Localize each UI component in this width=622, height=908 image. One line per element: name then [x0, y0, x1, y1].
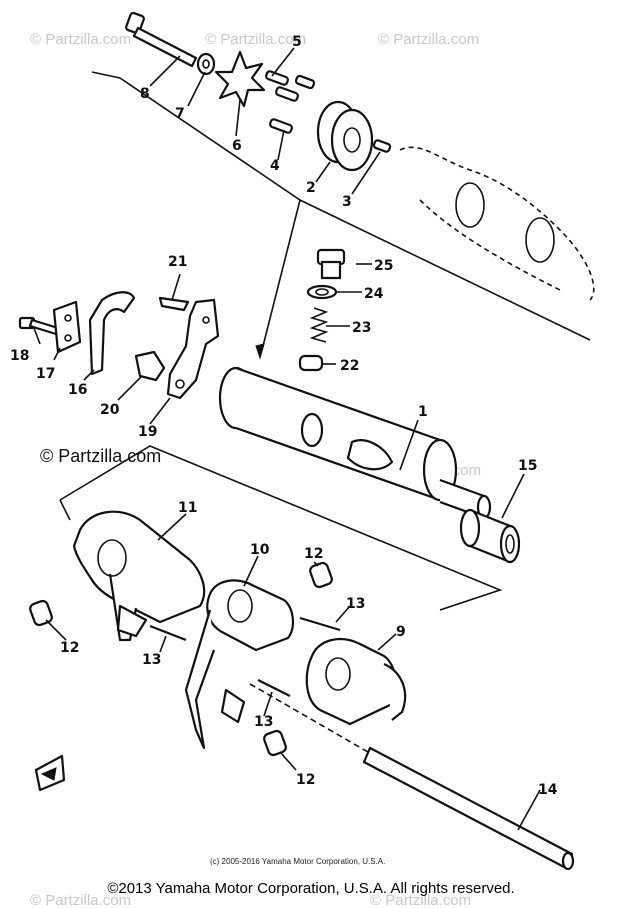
part-7-washer [196, 52, 216, 76]
callout-6: 6 [232, 138, 242, 154]
part-5-pins [265, 70, 316, 102]
part-17-plate [52, 300, 82, 354]
footer-copyright: ©2013 Yamaha Motor Corporation, U.S.A. A… [107, 880, 515, 897]
callout-10: 10 [250, 542, 270, 558]
watermark-middle-left: © Partzilla.com [40, 446, 161, 466]
callout-22: 22 [340, 358, 359, 374]
callout-4: 4 [270, 158, 280, 174]
callout-24: 24 [364, 286, 384, 302]
background-drum-outline [399, 146, 595, 301]
callout-19: 19 [138, 424, 157, 440]
callout-5: 5 [292, 34, 302, 50]
part-13-pin-lower [257, 679, 291, 697]
watermark-bottom-left: © Partzilla.com [30, 892, 131, 908]
callout-8: 8 [140, 86, 150, 102]
part-22-plunger [298, 354, 324, 372]
watermark-top-right: © Partzilla.com [378, 31, 479, 48]
part-24-washer [306, 284, 338, 300]
part-6-star-segment [214, 50, 266, 108]
part-21-clip [158, 296, 190, 312]
diagram-copyright: (c) 2005-2016 Yamaha Motor Corporation, … [210, 857, 385, 866]
callout-2: 2 [306, 180, 316, 196]
part-12-roller-lower [263, 729, 287, 757]
callout-18: 18 [10, 348, 29, 364]
callout-3: 3 [342, 194, 352, 210]
callout-13-right: 13 [346, 596, 365, 612]
part-10-shift-fork [184, 579, 294, 750]
part-4-pin [269, 118, 293, 134]
part-13-pin-left [149, 624, 187, 642]
callout-11: 11 [178, 500, 197, 516]
callout-9: 9 [396, 624, 406, 640]
forward-direction-icon [34, 754, 66, 792]
part-25-plug [316, 248, 346, 280]
callout-23: 23 [352, 320, 371, 336]
upper-frame-lines [91, 71, 591, 341]
part-15-bearing [459, 508, 521, 564]
callout-1: 1 [418, 404, 428, 420]
callout-16: 16 [68, 382, 87, 398]
callout-13-left: 13 [142, 652, 161, 668]
callout-12-lower: 12 [296, 772, 315, 788]
part-9-shift-fork [305, 638, 407, 726]
part-19-shift-arm [166, 298, 220, 400]
part-1-shift-drum [218, 366, 492, 520]
part-20-lever [134, 350, 166, 382]
watermark-top-left: © Partzilla.com [30, 31, 131, 48]
callout-14: 14 [538, 782, 558, 798]
callout-17: 17 [36, 366, 55, 382]
watermark-top-center: © Partzilla.com [205, 31, 306, 48]
watermark-bottom-right: © Partzilla.com [370, 892, 471, 908]
part-18-bolt [18, 316, 60, 336]
callout-15: 15 [518, 458, 537, 474]
callout-7: 7 [175, 106, 185, 122]
callout-12-upper: 12 [304, 546, 323, 562]
part-11-shift-fork [72, 510, 206, 642]
part-16-guide-plate [88, 291, 136, 376]
callout-20: 20 [100, 402, 120, 418]
part-2-drum-end [316, 100, 374, 172]
callout-13-lower: 13 [254, 714, 273, 730]
part-3-pin [372, 139, 392, 153]
part-12-roller-upper [309, 561, 333, 589]
part-13-pin-right [299, 616, 341, 632]
assembly-arrow [255, 199, 301, 360]
part-12-roller-left [29, 599, 53, 627]
lower-frame-lines [59, 445, 503, 611]
callout-25: 25 [374, 258, 393, 274]
part-14-guide-shaft [249, 683, 575, 871]
callout-leaders [33, 47, 541, 831]
part-23-spring [309, 307, 329, 343]
callout-12-left: 12 [60, 640, 79, 656]
callout-21: 21 [168, 254, 187, 270]
part-8-bolt [125, 11, 198, 68]
